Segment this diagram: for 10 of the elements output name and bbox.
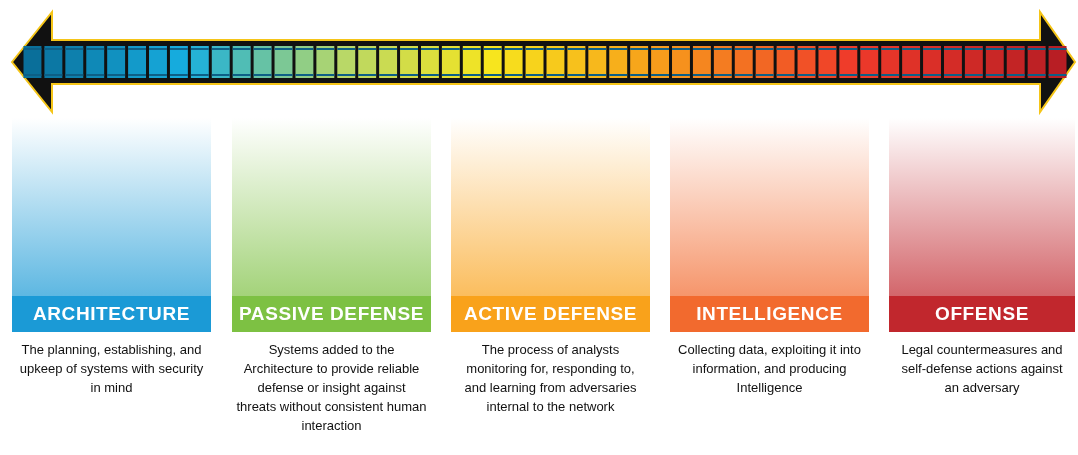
category-title: OFFENSE — [889, 296, 1075, 332]
category-description: The process of analysts monitoring for, responding to, and learning from adversaries internal to the network — [463, 341, 638, 416]
category-title: ACTIVE DEFENSE — [451, 296, 650, 332]
category-title: ARCHITECTURE — [12, 296, 211, 332]
category-description: Collecting data, exploiting it into information, and producing Intelligence — [677, 341, 862, 397]
category-title: INTELLIGENCE — [670, 296, 869, 332]
category-description: Systems added to the Architecture to provide reliable defense or insight against threats without consistent human interaction — [236, 341, 427, 435]
category-title: PASSIVE DEFENSE — [232, 296, 431, 332]
category-description: The planning, establishing, and upkeep of systems with security in mind — [18, 341, 205, 397]
category-description: Legal countermeasures and self-defense actions against an adversary — [900, 341, 1064, 397]
